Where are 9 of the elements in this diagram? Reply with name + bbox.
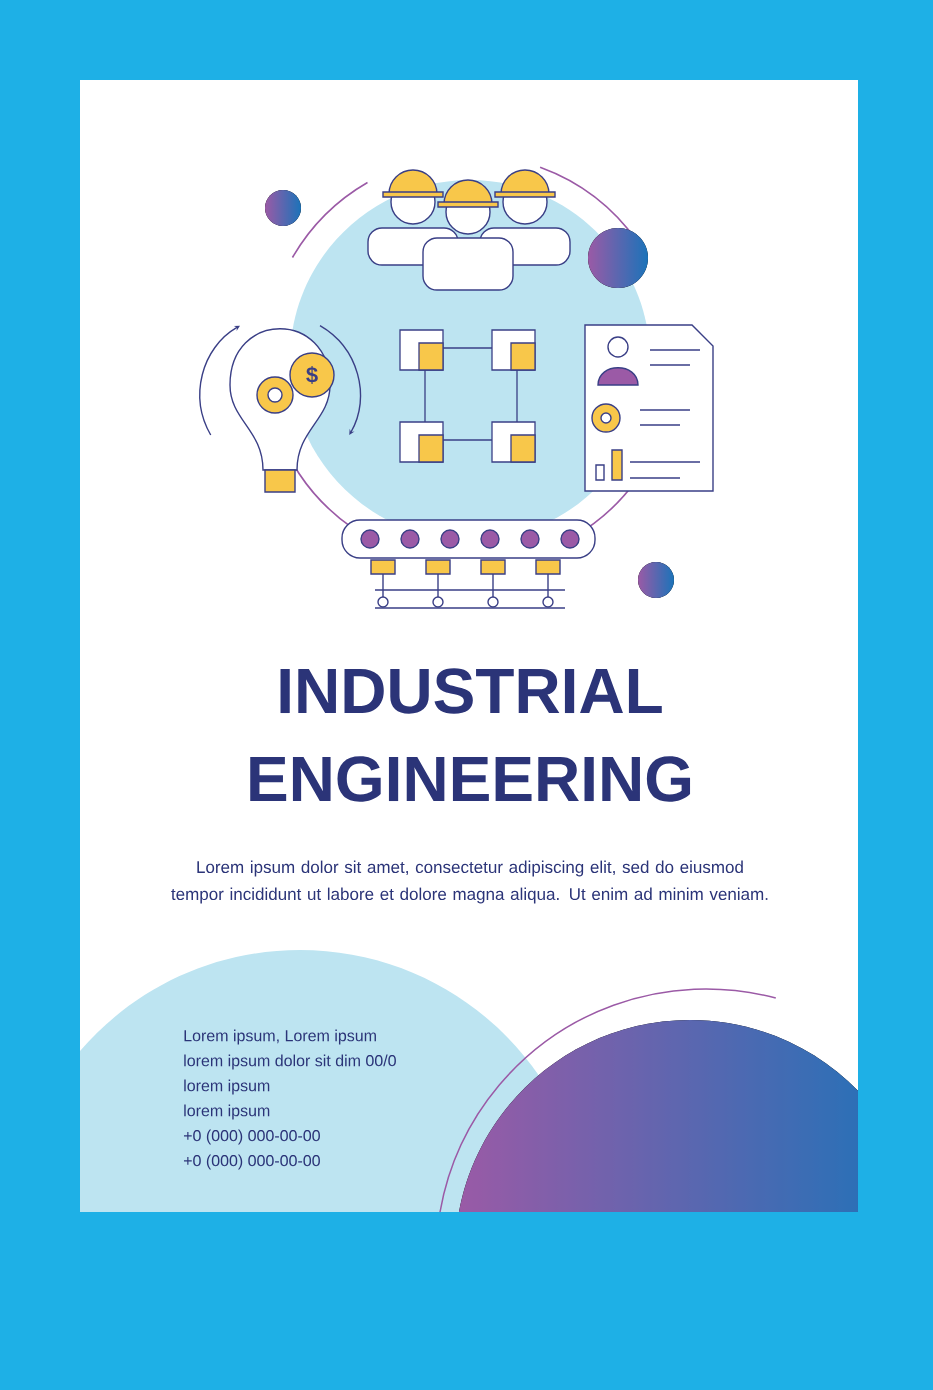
contact-line: lorem ipsum dolor sit dim 00/0 xyxy=(184,1054,396,1070)
contact-line: +0 (000) 000-00-00 xyxy=(184,1129,320,1145)
contact-line: +0 (000) 000-00-00 xyxy=(184,1154,320,1170)
dollar-sign: $ xyxy=(306,366,318,384)
paragraph: Lorem ipsum dolor sit amet, consectetur adipiscing elit, sed do eiusmod tempor incididunt ut labore et dolore magna aliqua. Ut enim ad minim veniam. xyxy=(171,860,768,904)
contact-line: Lorem ipsum, Lorem ipsum xyxy=(184,1029,376,1045)
title: INDUSTRIAL ENGINEERING xyxy=(250,668,691,802)
contact-line: lorem ipsum xyxy=(184,1104,270,1120)
contact-line: lorem ipsum xyxy=(184,1079,270,1095)
